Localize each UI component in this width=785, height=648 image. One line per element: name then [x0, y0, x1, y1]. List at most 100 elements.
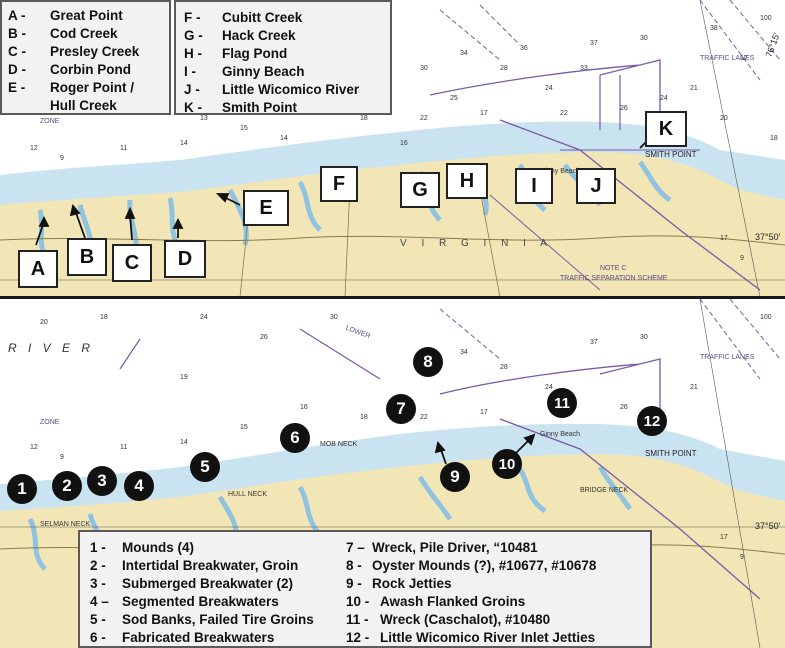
legend-row: I -Ginny Beach: [184, 64, 305, 79]
site-marker-k[interactable]: K: [645, 111, 687, 147]
site-marker-6[interactable]: 6: [280, 423, 310, 453]
svg-text:16: 16: [300, 404, 308, 411]
svg-text:100: 100: [760, 15, 772, 22]
legend-row: F -Cubitt Creek: [184, 10, 303, 25]
svg-text:14: 14: [180, 439, 188, 446]
site-marker-c[interactable]: C: [112, 244, 152, 282]
site-marker-d[interactable]: D: [164, 240, 206, 278]
svg-text:24: 24: [545, 384, 553, 391]
legend-row: K -Smith Point: [184, 100, 297, 115]
svg-text:30: 30: [420, 65, 428, 72]
legend-row: 12 -Little Wicomico River Inlet Jetties: [346, 630, 596, 645]
svg-text:36: 36: [520, 45, 528, 52]
legend-row: A -Great Point: [8, 8, 123, 23]
site-marker-8[interactable]: 8: [413, 347, 443, 377]
svg-text:21: 21: [690, 384, 698, 391]
site-marker-11[interactable]: 11: [547, 388, 577, 418]
legend-row: 4 –Segmented Breakwaters: [90, 594, 279, 609]
bridge-neck-label: BRIDGE NECK: [580, 487, 629, 494]
svg-text:17: 17: [740, 55, 748, 62]
legend-row: 3 -Submerged Breakwater (2): [90, 576, 294, 591]
svg-text:33: 33: [580, 65, 588, 72]
legend-row: E -Roger Point /: [8, 80, 134, 95]
svg-text:30: 30: [640, 35, 648, 42]
legend-row: B -Cod Creek: [8, 26, 118, 41]
svg-text:22: 22: [420, 414, 428, 421]
svg-text:24: 24: [200, 314, 208, 321]
site-marker-4[interactable]: 4: [124, 471, 154, 501]
site-marker-i[interactable]: I: [515, 168, 553, 204]
svg-text:9: 9: [740, 255, 744, 262]
top-legend-left: A -Great Point B -Cod Creek C -Presley C…: [0, 0, 171, 115]
svg-text:11: 11: [120, 145, 127, 152]
legend-row: 5 -Sod Banks, Failed Tire Groins: [90, 612, 314, 627]
svg-text:38: 38: [710, 25, 718, 32]
svg-text:11: 11: [120, 444, 127, 451]
site-marker-j[interactable]: J: [576, 168, 616, 204]
site-marker-12[interactable]: 12: [637, 406, 667, 436]
latitude-label: 37°50': [755, 232, 781, 242]
svg-text:20: 20: [40, 319, 48, 326]
site-marker-2[interactable]: 2: [52, 471, 82, 501]
site-marker-9[interactable]: 9: [440, 462, 470, 492]
site-marker-a[interactable]: A: [18, 250, 58, 288]
svg-text:25: 25: [450, 95, 458, 102]
site-marker-b[interactable]: B: [67, 238, 107, 276]
legend-row: 9 -Rock Jetties: [346, 576, 452, 591]
svg-text:30: 30: [330, 314, 338, 321]
smith-point-label: SMITH POINT: [645, 150, 697, 159]
traffic-separation-label: TRAFFIC SEPARATION SCHEME: [560, 275, 668, 282]
svg-text:14: 14: [280, 135, 288, 142]
site-marker-h[interactable]: H: [446, 163, 488, 199]
svg-text:17: 17: [480, 409, 488, 416]
svg-text:100: 100: [760, 314, 772, 321]
svg-text:17: 17: [720, 534, 728, 541]
site-marker-3[interactable]: 3: [87, 466, 117, 496]
traffic-lanes-label: TRAFFIC LANES: [700, 55, 755, 62]
svg-text:12: 12: [30, 145, 38, 152]
svg-text:22: 22: [560, 110, 568, 117]
svg-text:17: 17: [480, 110, 488, 117]
svg-text:16: 16: [400, 140, 408, 147]
svg-text:26: 26: [620, 105, 628, 112]
hull-neck-label: HULL NECK: [228, 491, 268, 498]
svg-text:18: 18: [100, 314, 108, 321]
svg-text:12: 12: [30, 444, 38, 451]
zone-label-bottom: ZONE: [40, 419, 60, 426]
svg-text:15: 15: [240, 424, 248, 431]
note-c-label: NOTE C: [600, 265, 627, 272]
svg-text:9: 9: [60, 454, 64, 461]
svg-text:17: 17: [720, 235, 728, 242]
svg-text:24: 24: [660, 95, 668, 102]
river-label: R I V E R: [8, 341, 95, 355]
traffic-lanes-label-bottom: TRAFFIC LANES: [700, 354, 755, 361]
selman-neck-label: SELMAN NECK: [40, 521, 91, 528]
site-marker-10[interactable]: 10: [492, 449, 522, 479]
site-marker-e[interactable]: E: [243, 190, 289, 226]
svg-text:20: 20: [720, 115, 728, 122]
svg-text:37: 37: [590, 339, 598, 346]
site-marker-7[interactable]: 7: [386, 394, 416, 424]
site-marker-f[interactable]: F: [320, 166, 358, 202]
svg-text:26: 26: [260, 334, 268, 341]
latitude-label-bottom: 37°50': [755, 521, 781, 531]
svg-text:26: 26: [620, 404, 628, 411]
svg-text:15: 15: [240, 125, 248, 132]
svg-text:28: 28: [500, 65, 508, 72]
svg-text:37: 37: [590, 40, 598, 47]
svg-text:28: 28: [500, 364, 508, 371]
legend-row: 11 -Wreck (Caschalot), #10480: [346, 612, 551, 627]
svg-text:13: 13: [200, 115, 208, 122]
zone-label: ZONE: [40, 118, 60, 125]
top-legend-right: F -Cubitt Creek G -Hack Creek H -Flag Po…: [174, 0, 392, 115]
site-marker-g[interactable]: G: [400, 172, 440, 208]
smith-point-label-bottom: SMITH POINT: [645, 449, 697, 458]
site-marker-1[interactable]: 1: [7, 474, 37, 504]
svg-text:18: 18: [770, 135, 778, 142]
site-marker-5[interactable]: 5: [190, 452, 220, 482]
mob-neck-label: MOB NECK: [320, 441, 358, 448]
legend-row: G -Hack Creek: [184, 28, 296, 43]
legend-row: 7 –Wreck, Pile Driver, “10481: [346, 540, 538, 555]
